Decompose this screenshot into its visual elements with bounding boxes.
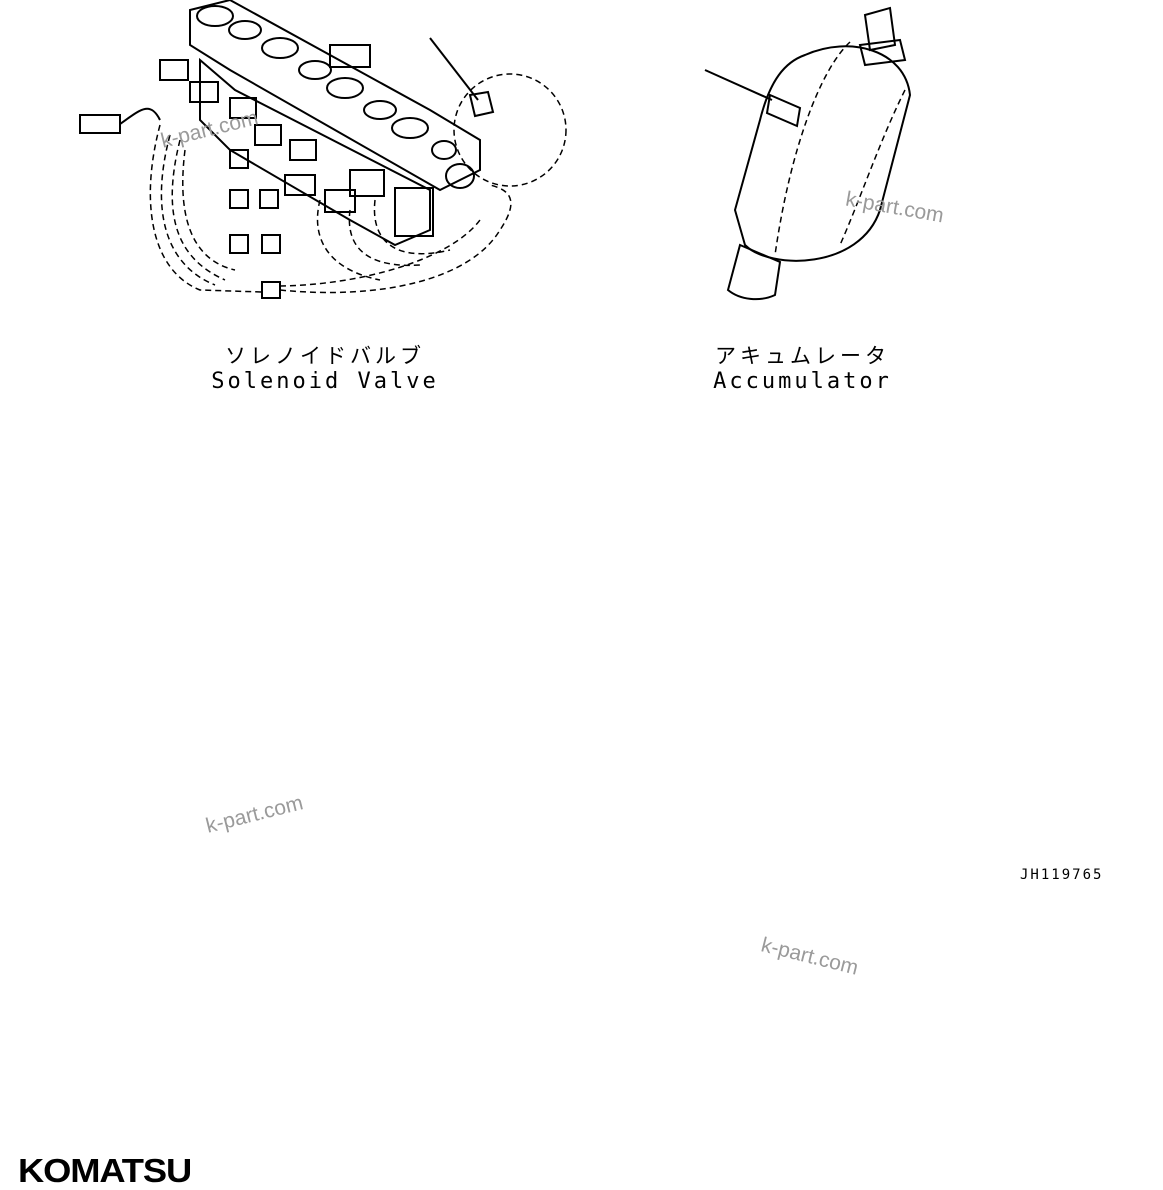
solenoid-valve-illustration — [79, 0, 567, 299]
komatsu-logo: KOMATSU — [18, 1152, 192, 1189]
watermark: k-part.com — [758, 933, 861, 980]
watermark: k-part.com — [203, 791, 306, 838]
accumulator-caption: アキュムレータ Accumulator — [700, 343, 905, 395]
accumulator-caption-jp: アキュムレータ — [715, 344, 890, 368]
solenoid-valve-caption: ソレノイドバルブ Solenoid Valve — [200, 343, 450, 395]
solenoid-valve-caption-en: Solenoid Valve — [211, 369, 439, 394]
accumulator-illustration — [704, 6, 912, 301]
solenoid-valve-caption-jp: ソレノイドバルブ — [225, 344, 425, 368]
drawing-code: JH119765 — [1020, 867, 1104, 883]
accumulator-caption-en: Accumulator — [713, 369, 892, 394]
